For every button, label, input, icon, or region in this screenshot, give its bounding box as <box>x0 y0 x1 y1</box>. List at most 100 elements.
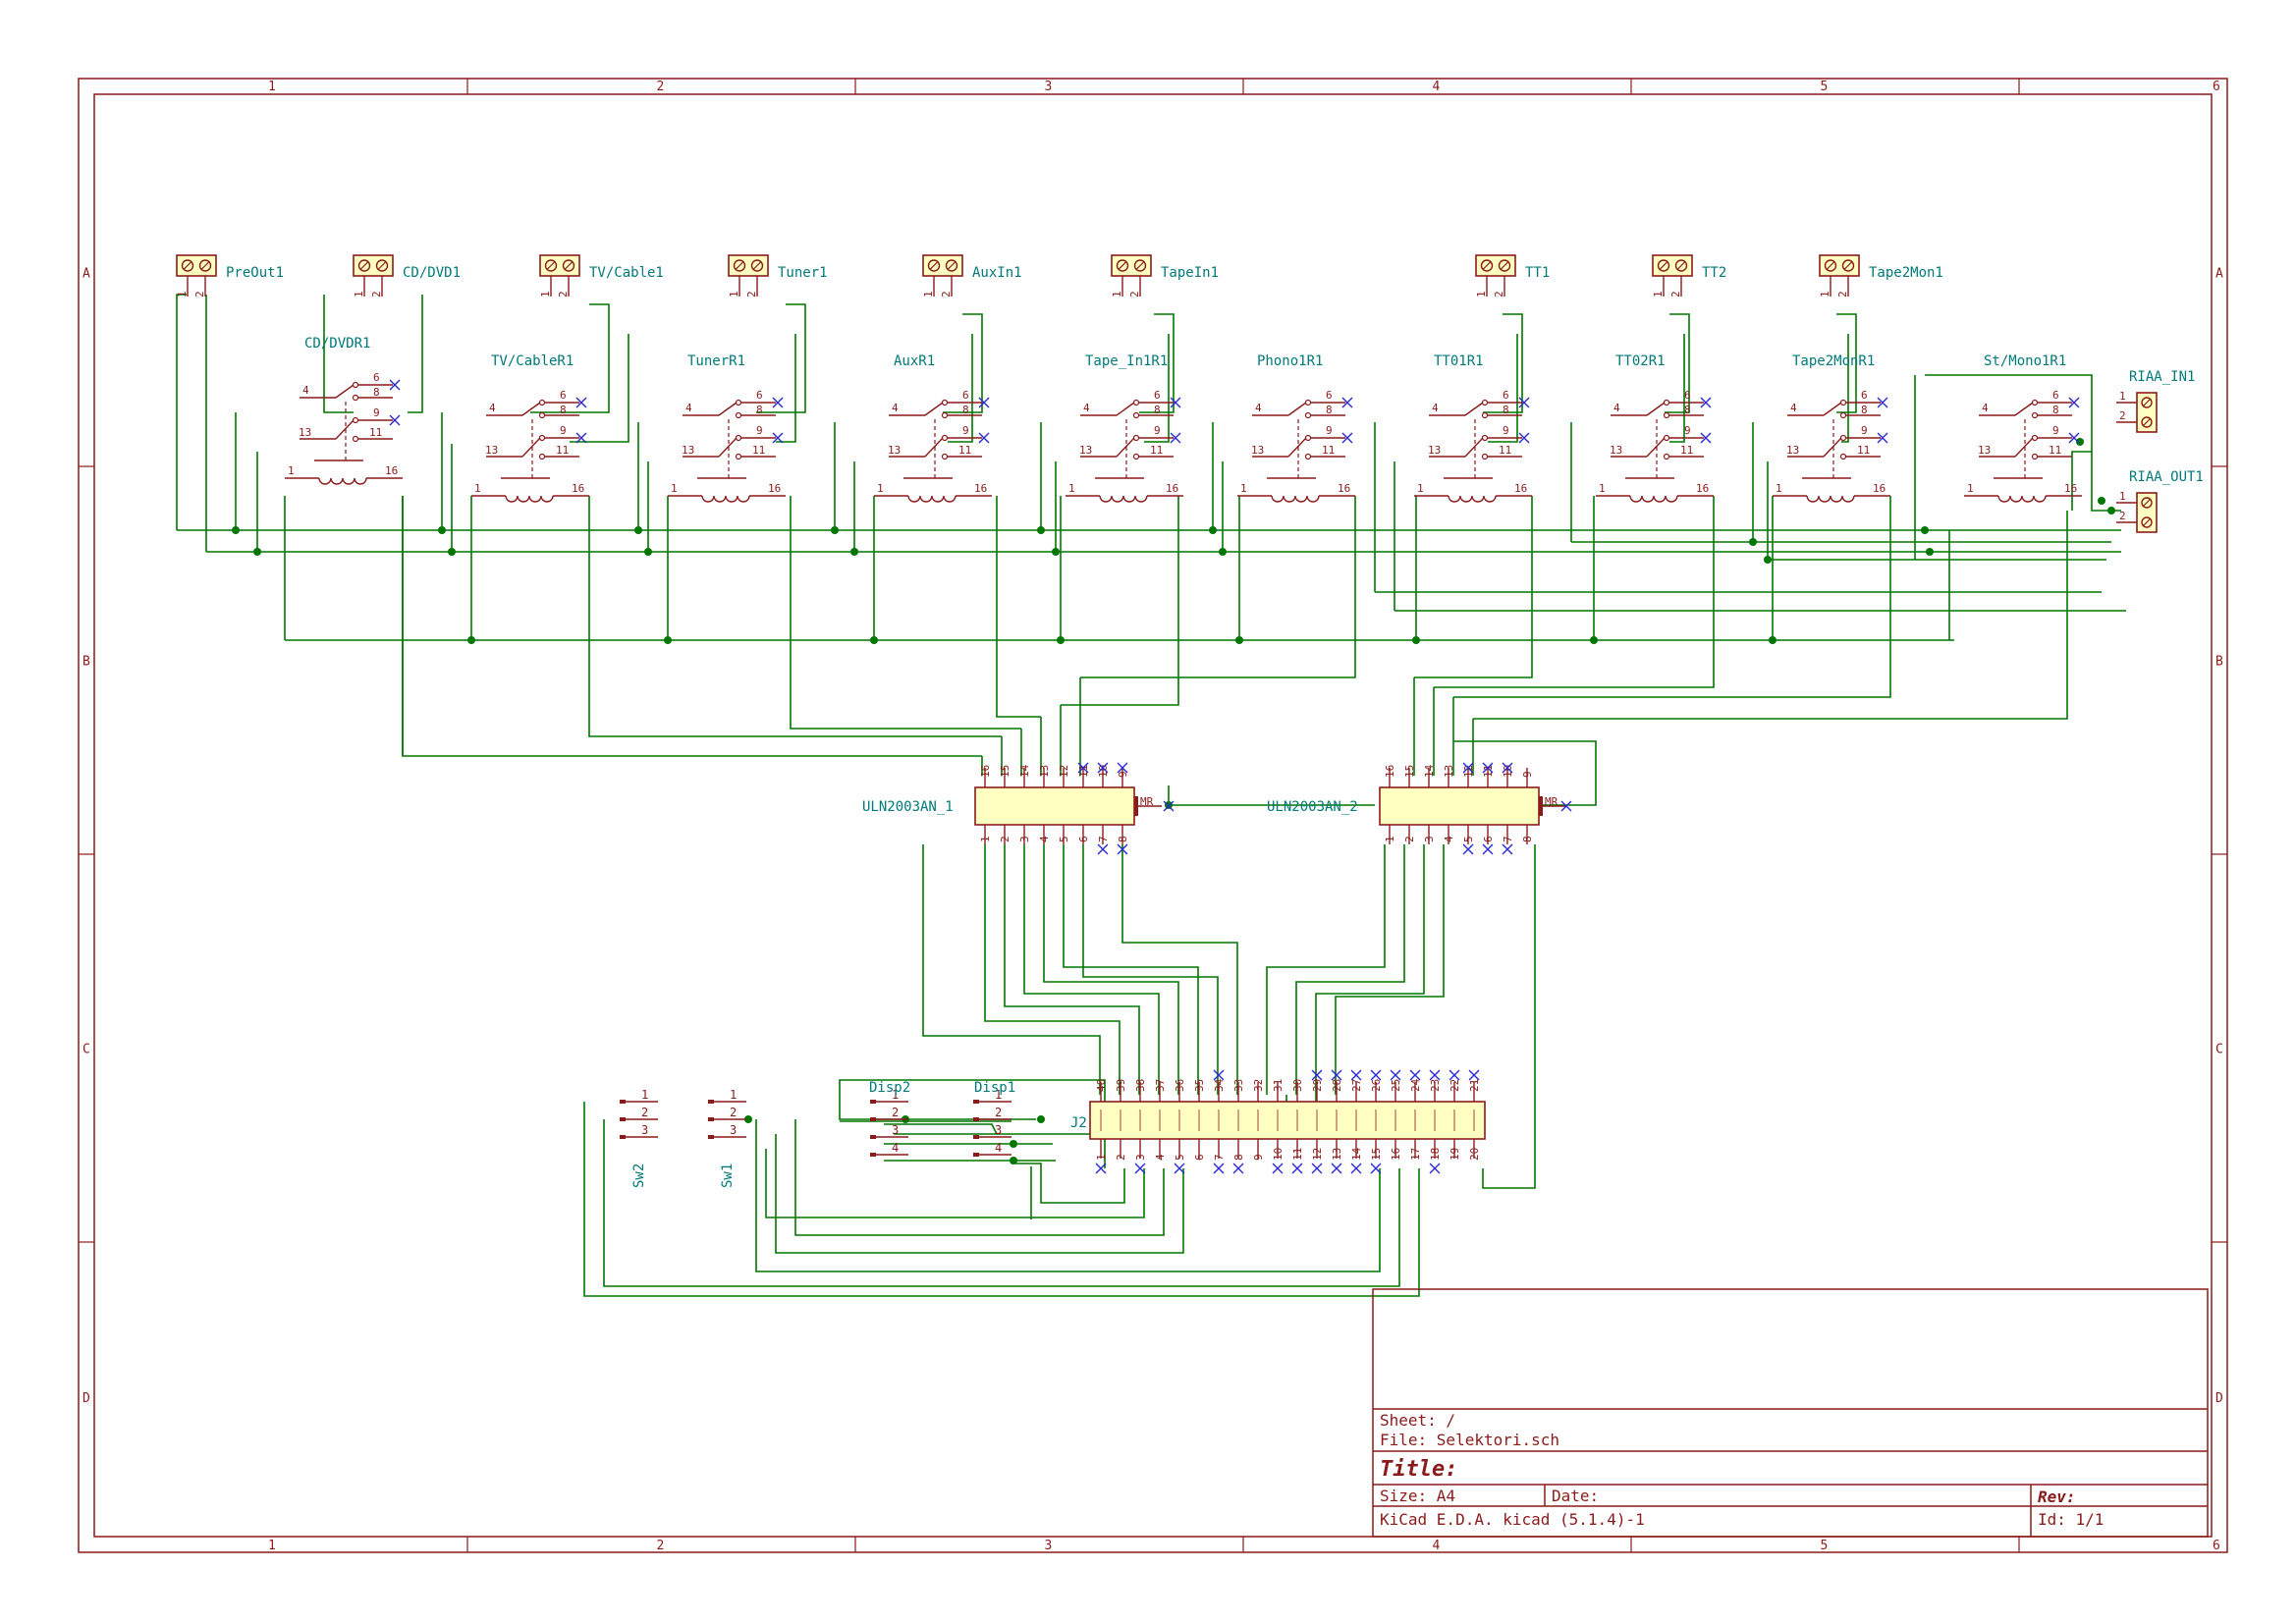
wire[interactable] <box>1414 496 1533 678</box>
pin-number: 13 <box>682 444 694 457</box>
no-connect-mark <box>1462 762 1474 774</box>
wire[interactable] <box>1483 313 1523 413</box>
pin-number: 3 <box>995 1123 1002 1137</box>
junction-dot <box>232 526 240 534</box>
wire[interactable] <box>1836 313 1857 413</box>
wire[interactable] <box>1669 334 1685 443</box>
junction-dot <box>1057 636 1065 644</box>
pin-number: 8 <box>1326 404 1333 416</box>
wire[interactable] <box>884 1123 998 1135</box>
pin-number: 16 <box>572 482 584 495</box>
wire[interactable] <box>570 334 629 443</box>
wire[interactable] <box>1665 313 1690 413</box>
wire[interactable] <box>1453 496 1891 698</box>
wire[interactable] <box>790 496 1021 730</box>
relay-contact-arm <box>924 437 944 458</box>
wire[interactable] <box>1335 844 1445 1095</box>
wire[interactable] <box>1473 511 2068 720</box>
wire[interactable] <box>408 295 423 413</box>
wire[interactable] <box>583 1102 1420 1297</box>
wire[interactable] <box>1082 844 1219 1095</box>
junction-dot <box>438 526 446 534</box>
col-label-top: 6 <box>2213 80 2220 94</box>
wire[interactable] <box>588 496 1002 737</box>
wire[interactable] <box>948 334 973 443</box>
coil-icon <box>907 495 957 503</box>
wire[interactable] <box>1434 496 1715 688</box>
wire[interactable] <box>603 1119 1400 1287</box>
pin-number: 3 <box>1018 836 1031 842</box>
wire[interactable] <box>1139 313 1175 413</box>
wire[interactable] <box>402 496 982 757</box>
j2-header[interactable]: J240139238337436535634733832931103011291… <box>1070 1069 1486 1174</box>
wire[interactable] <box>1925 374 2121 512</box>
wire[interactable] <box>775 1134 1184 1254</box>
wire[interactable] <box>1023 844 1160 1095</box>
pin-number: 11 <box>1857 444 1870 457</box>
wire[interactable] <box>1061 496 1179 706</box>
pin-number: 1 <box>892 1088 899 1102</box>
wire[interactable] <box>1488 334 1518 443</box>
wire[interactable] <box>922 844 1101 1095</box>
wire[interactable] <box>776 334 796 443</box>
pin-number: 16 <box>1390 1148 1402 1161</box>
wire[interactable] <box>1121 844 1238 1095</box>
wire[interactable] <box>176 294 187 530</box>
wire[interactable] <box>1080 496 1356 678</box>
wire[interactable] <box>765 1149 1145 1218</box>
pin-number: 16 <box>1384 765 1396 778</box>
pin-stub <box>870 1153 876 1157</box>
wire[interactable] <box>323 295 354 413</box>
no-connect-mark <box>575 432 587 444</box>
wire[interactable] <box>755 1119 1381 1272</box>
wire[interactable] <box>1011 1163 1125 1204</box>
wire[interactable] <box>1004 844 1140 1095</box>
wire[interactable] <box>2071 451 2092 511</box>
wire[interactable] <box>984 844 1121 1095</box>
pin-number: 7 <box>1097 836 1110 842</box>
wire[interactable] <box>1043 844 1179 1095</box>
wire[interactable] <box>1144 334 1170 443</box>
row-label-right: C <box>2215 1043 2223 1057</box>
pin-number: 35 <box>1193 1079 1206 1092</box>
wire[interactable] <box>1063 844 1199 1095</box>
wire[interactable] <box>1295 844 1405 1095</box>
wire[interactable] <box>530 303 610 413</box>
wire[interactable] <box>996 496 1041 718</box>
wire[interactable] <box>1266 844 1386 1095</box>
wire[interactable] <box>1841 334 1849 443</box>
relay-contact-arm <box>1646 402 1666 416</box>
wire[interactable] <box>794 1119 1165 1236</box>
wire[interactable] <box>1482 844 1536 1189</box>
wire[interactable] <box>943 313 983 413</box>
wire[interactable] <box>756 303 806 413</box>
